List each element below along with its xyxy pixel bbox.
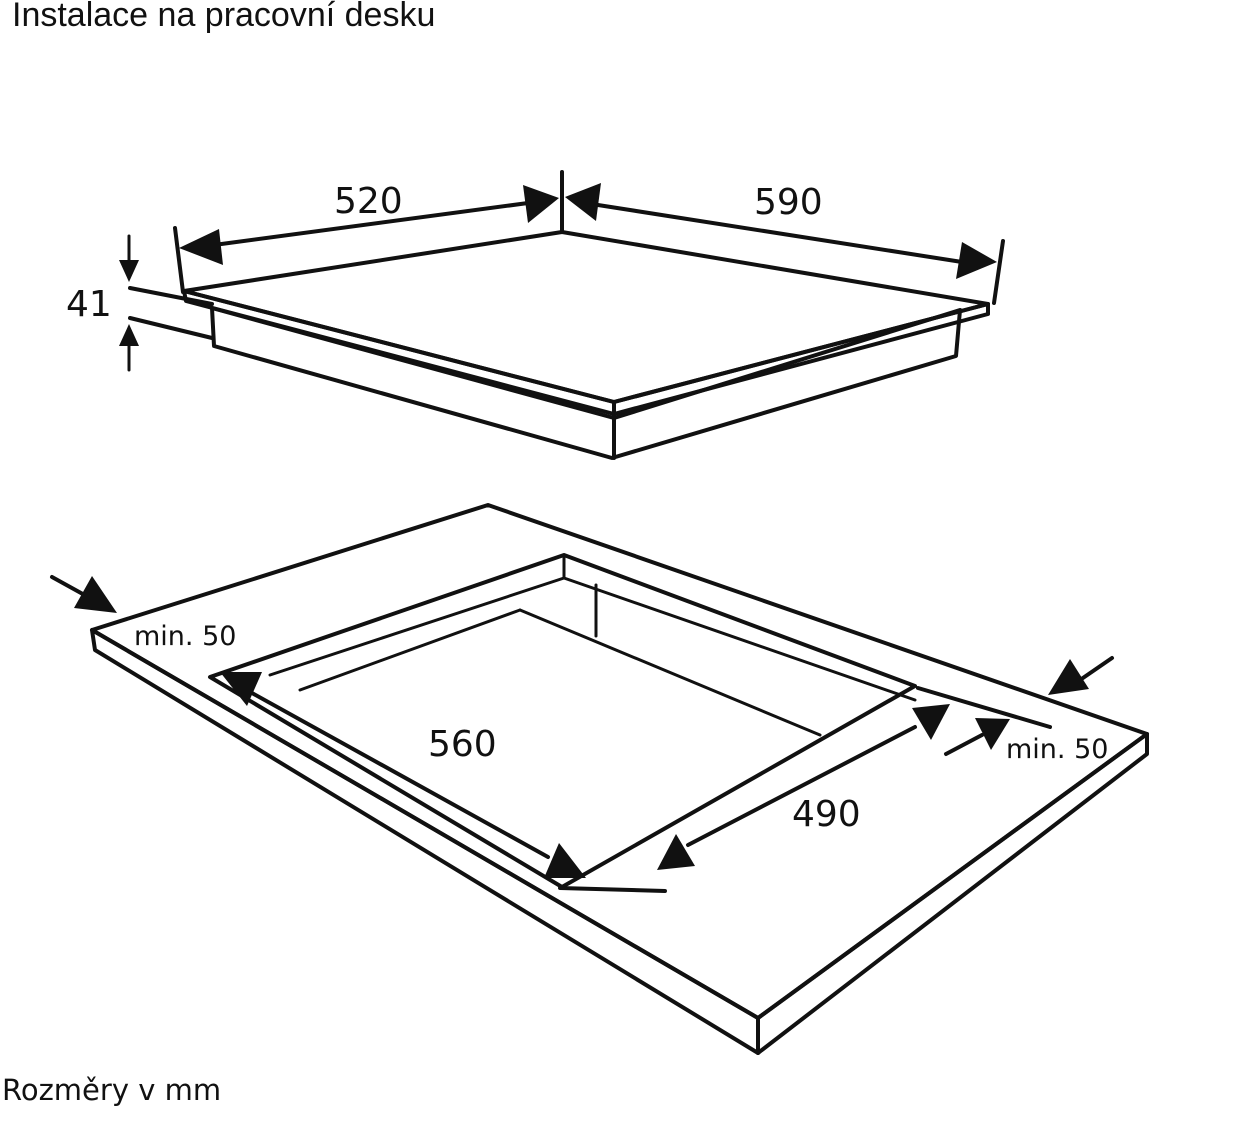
dimension-560: 560 — [220, 672, 667, 893]
worktop-surface — [90, 503, 1149, 1020]
arrowhead — [975, 718, 1010, 750]
dimension-41: 41 — [66, 234, 214, 372]
arrowhead — [119, 260, 139, 282]
arrowhead — [657, 834, 695, 870]
arrowhead — [544, 843, 586, 878]
extension-line — [128, 286, 214, 306]
dimension-label-520: 520 — [334, 181, 403, 222]
arrowhead — [220, 672, 262, 706]
hob-housing — [210, 306, 962, 460]
arrowhead — [179, 229, 223, 265]
extension-line — [173, 226, 185, 294]
units-note: Rozměry v mm — [2, 1073, 222, 1107]
dimension-line — [596, 203, 964, 264]
extension-line — [916, 686, 1052, 729]
dimension-590: 590 — [565, 182, 1005, 305]
page-title: Instalace na pracovní desku — [12, 0, 436, 34]
arrowhead — [74, 576, 117, 613]
dimension-label-590: 590 — [754, 182, 823, 223]
worktop-illustration — [90, 503, 1149, 1055]
min-50-left-indicator: min. 50 — [50, 575, 236, 652]
dimension-490: 490 — [657, 704, 950, 870]
hob-illustration — [182, 230, 990, 460]
dimension-line — [212, 201, 530, 247]
dimension-line — [250, 691, 550, 859]
extension-line — [558, 886, 667, 893]
arrowhead — [912, 704, 950, 740]
extension-line — [128, 316, 214, 340]
cutout-walls — [268, 553, 917, 737]
dimension-label-560: 560 — [428, 724, 497, 765]
dimension-line — [1078, 656, 1114, 682]
dimension-line — [944, 733, 984, 756]
min-50-left-label: min. 50 — [134, 621, 236, 652]
min-50-right-label: min. 50 — [1006, 734, 1108, 765]
min-50-right-indicator: min. 50 — [916, 656, 1114, 765]
arrowhead — [565, 183, 601, 221]
dimension-label-41: 41 — [66, 284, 112, 325]
arrowhead — [119, 324, 139, 346]
arrowhead — [956, 242, 997, 279]
hob-glass-top — [182, 230, 990, 404]
extension-line — [992, 239, 1005, 305]
arrowhead — [1048, 659, 1089, 695]
arrowhead — [523, 185, 559, 223]
dimension-line — [686, 725, 917, 847]
dimension-label-490: 490 — [792, 794, 861, 835]
dimension-520: 520 — [173, 170, 564, 294]
